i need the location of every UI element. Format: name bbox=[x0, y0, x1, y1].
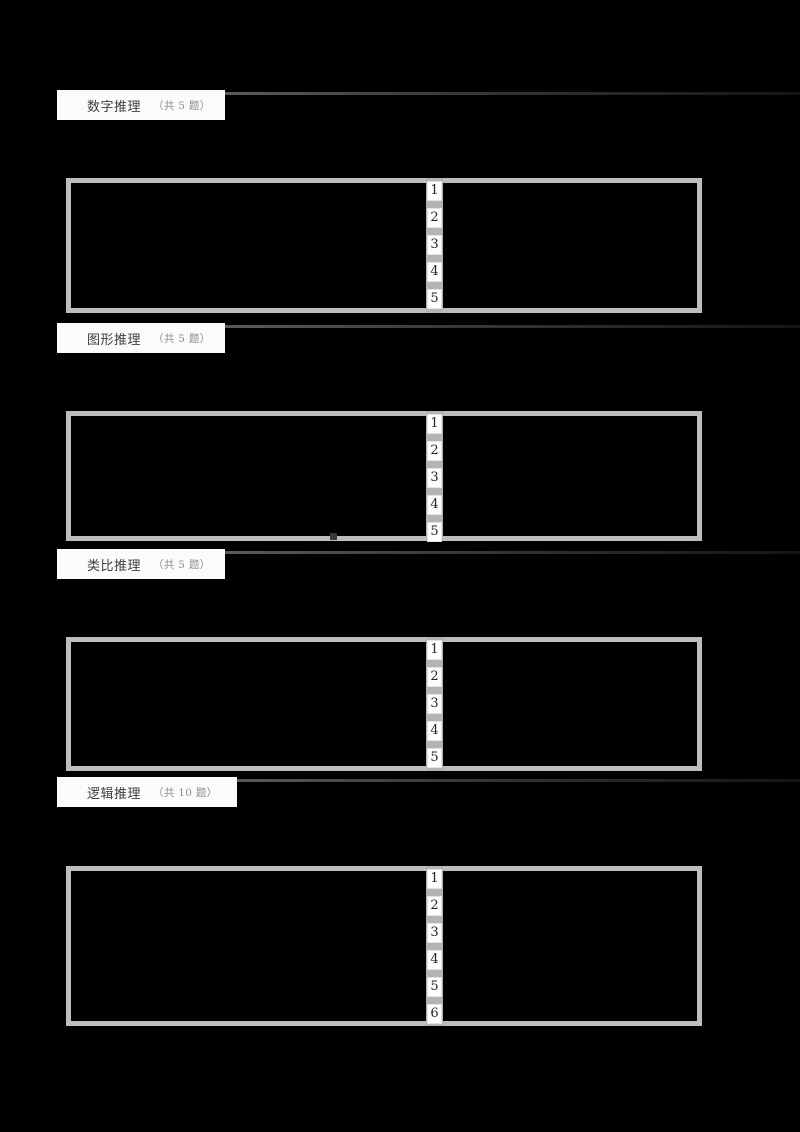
block-body: 1 2 3 4 5 6 bbox=[71, 866, 697, 1026]
section-header-3: 类比推理 （共 5 题） bbox=[0, 549, 800, 579]
section-question-count: （共 10 题） bbox=[153, 786, 218, 799]
section-header-4: 逻辑推理 （共 10 题） bbox=[0, 777, 800, 807]
question-number-cell[interactable]: 5 bbox=[428, 290, 441, 308]
content-block-2: 1 2 3 4 5 bbox=[66, 411, 702, 541]
question-number-cell[interactable]: 4 bbox=[428, 722, 441, 740]
question-number-cell[interactable]: 3 bbox=[428, 924, 441, 942]
question-number-cell[interactable]: 4 bbox=[428, 496, 441, 514]
question-number-cell[interactable]: 3 bbox=[428, 469, 441, 487]
question-number-cell[interactable]: 2 bbox=[428, 442, 441, 460]
section-question-count: （共 5 题） bbox=[153, 558, 211, 571]
section-label-box: 类比推理 （共 5 题） bbox=[57, 549, 225, 579]
scan-artifact-1 bbox=[330, 533, 337, 540]
question-number-cell[interactable]: 2 bbox=[428, 209, 441, 227]
question-number-strip: 1 2 3 4 5 bbox=[426, 411, 443, 541]
section-label-box: 数字推理 （共 5 题） bbox=[57, 90, 225, 120]
section-title: 逻辑推理 bbox=[87, 786, 142, 802]
question-number-cell[interactable]: 1 bbox=[428, 641, 441, 659]
section-question-count: （共 5 题） bbox=[153, 332, 211, 345]
question-number-cell[interactable]: 3 bbox=[428, 695, 441, 713]
content-block-3: 1 2 3 4 5 bbox=[66, 637, 702, 771]
question-number-cell[interactable]: 2 bbox=[428, 668, 441, 686]
section-label-box: 图形推理 （共 5 题） bbox=[57, 323, 225, 353]
block-body: 1 2 3 4 5 bbox=[71, 411, 697, 541]
section-title: 图形推理 bbox=[87, 332, 142, 348]
question-number-strip: 1 2 3 4 5 bbox=[426, 178, 443, 313]
block-body: 1 2 3 4 5 bbox=[71, 637, 697, 771]
question-number-cell[interactable]: 5 bbox=[428, 523, 441, 541]
question-number-cell[interactable]: 6 bbox=[428, 1005, 441, 1023]
header-rule bbox=[57, 325, 800, 328]
question-number-strip: 1 2 3 4 5 bbox=[426, 637, 443, 771]
question-number-cell[interactable]: 2 bbox=[428, 897, 441, 915]
question-number-cell[interactable]: 4 bbox=[428, 263, 441, 281]
section-label-box: 逻辑推理 （共 10 题） bbox=[57, 777, 237, 807]
header-rule bbox=[57, 92, 800, 95]
section-title: 类比推理 bbox=[87, 558, 142, 574]
section-question-count: （共 5 题） bbox=[153, 99, 211, 112]
content-block-4: 1 2 3 4 5 6 bbox=[66, 866, 702, 1026]
section-header-1: 数字推理 （共 5 题） bbox=[0, 90, 800, 120]
block-body: 1 2 3 4 5 bbox=[71, 178, 697, 313]
question-number-cell[interactable]: 1 bbox=[428, 182, 441, 200]
question-number-cell[interactable]: 4 bbox=[428, 951, 441, 969]
question-number-cell[interactable]: 1 bbox=[428, 870, 441, 888]
question-number-cell[interactable]: 1 bbox=[428, 415, 441, 433]
question-number-cell[interactable]: 3 bbox=[428, 236, 441, 254]
header-rule bbox=[57, 779, 800, 782]
section-title: 数字推理 bbox=[87, 99, 142, 115]
header-rule bbox=[57, 551, 800, 554]
question-number-strip: 1 2 3 4 5 6 bbox=[426, 866, 443, 1026]
section-header-2: 图形推理 （共 5 题） bbox=[0, 323, 800, 353]
question-number-cell[interactable]: 5 bbox=[428, 978, 441, 996]
content-block-1: 1 2 3 4 5 bbox=[66, 178, 702, 313]
question-number-cell[interactable]: 5 bbox=[428, 749, 441, 767]
